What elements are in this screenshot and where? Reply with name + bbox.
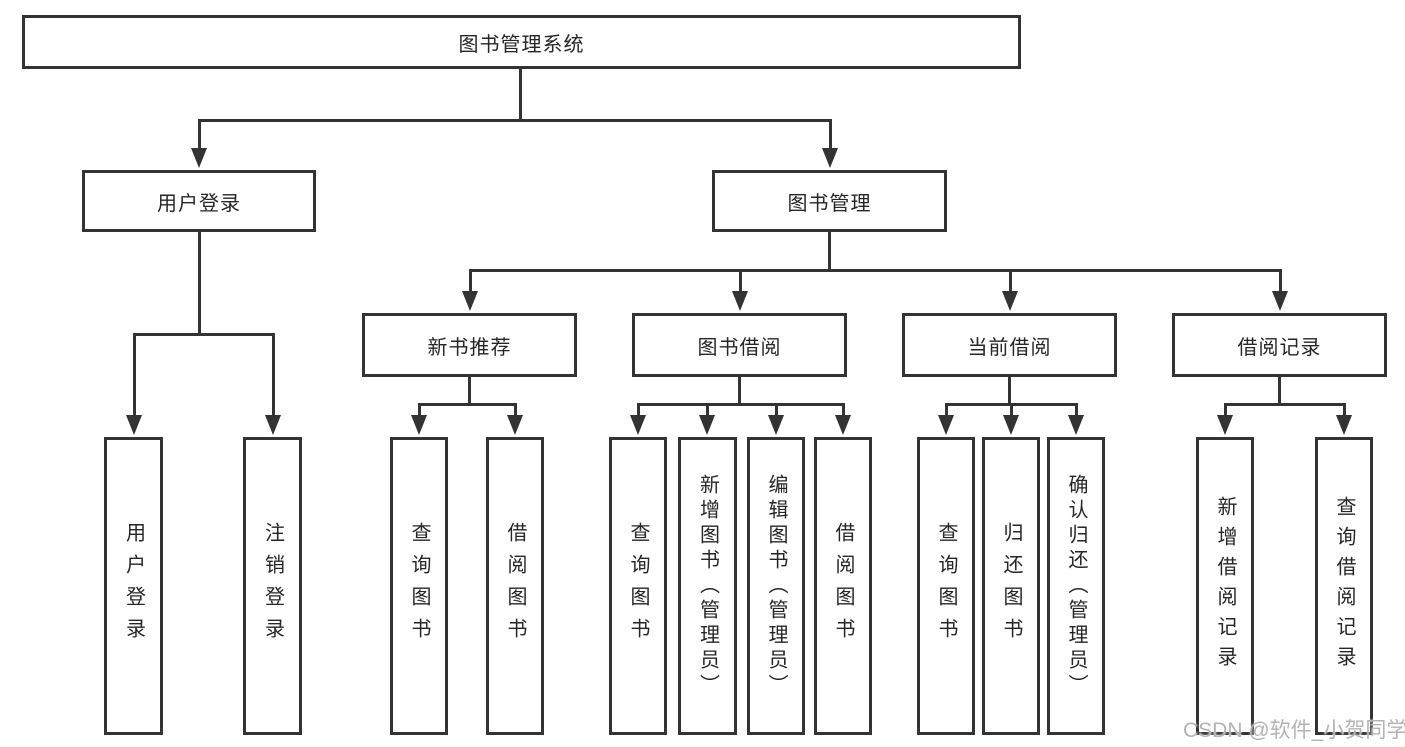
root-to-book-mgmt-line <box>829 119 832 149</box>
arrow-down-icon <box>1217 415 1233 435</box>
book-borrow-drop-line <box>637 403 640 417</box>
leaf-borrow-add-book: 新增图书（管理员） <box>678 437 737 735</box>
arrow-down-icon <box>1336 415 1352 435</box>
current-borrow-drop-line <box>1075 403 1078 417</box>
new-book-rec-branch-line <box>418 403 517 406</box>
book-mgmt-drop-line <box>469 269 472 293</box>
user-login-stem-line <box>198 232 201 336</box>
arrow-down-icon <box>126 415 142 435</box>
arrow-down-icon <box>699 415 715 435</box>
node-book-mgmt: 图书管理 <box>712 170 947 232</box>
new-book-rec-drop-line <box>418 403 421 417</box>
leaf-label: 归还图书 <box>1000 522 1022 650</box>
node-book-borrow: 图书借阅 <box>632 313 847 377</box>
arrow-down-icon <box>835 415 851 435</box>
current-borrow-drop-line <box>1010 403 1013 417</box>
borrow-records-drop-line <box>1343 403 1346 417</box>
leaf-label: 确认归还（管理员） <box>1065 473 1087 699</box>
book-mgmt-drop-line <box>1279 269 1282 293</box>
arrow-down-icon <box>732 291 748 311</box>
node-user-login: 用户登录 <box>82 170 316 232</box>
leaf-rec-borrow-books: 借阅图书 <box>486 437 544 735</box>
leaf-borrow-borrow-books: 借阅图书 <box>814 437 872 735</box>
arrow-down-icon <box>265 415 281 435</box>
leaf-borrow-query-books: 查询图书 <box>609 437 667 735</box>
root-stem-line <box>519 69 522 121</box>
book-borrow-drop-line <box>842 403 845 417</box>
book-mgmt-branch-line <box>469 269 1281 272</box>
leaf-current-confirm-return: 确认归还（管理员） <box>1047 437 1105 735</box>
current-borrow-stem-line <box>1008 377 1011 406</box>
root-to-user-login-line <box>198 119 201 149</box>
arrow-down-icon <box>507 415 523 435</box>
leaf-current-return-book: 归还图书 <box>982 437 1040 735</box>
arrow-down-icon <box>630 415 646 435</box>
leaf-label: 借阅图书 <box>832 522 854 650</box>
csdn-watermark: CSDN @软件_小贺同学 <box>1183 719 1405 742</box>
new-book-rec-drop-line <box>514 403 517 417</box>
book-borrow-drop-line <box>775 403 778 417</box>
node-borrow-records: 借阅记录 <box>1172 313 1387 377</box>
leaf-label: 编辑图书（管理员） <box>765 473 787 699</box>
leaf-label: 借阅图书 <box>504 522 526 650</box>
arrow-down-icon <box>191 148 207 168</box>
leaf-records-add-record: 新增借阅记录 <box>1196 437 1254 735</box>
leaf-borrow-edit-book: 编辑图书（管理员） <box>747 437 805 735</box>
leaf-records-query-record: 查询借阅记录 <box>1315 437 1373 735</box>
leaf-label: 用户登录 <box>122 522 145 650</box>
book-mgmt-drop-line <box>739 269 742 293</box>
arrow-down-icon <box>411 415 427 435</box>
arrow-down-icon <box>938 415 954 435</box>
node-current-borrow: 当前借阅 <box>902 313 1117 377</box>
user-login-drop-line <box>272 333 275 415</box>
book-borrow-stem-line <box>738 377 741 406</box>
leaf-label: 查询图书 <box>408 522 430 650</box>
leaf-label: 查询借阅记录 <box>1333 496 1355 676</box>
node-new-book-rec: 新书推荐 <box>362 313 577 377</box>
borrow-records-stem-line <box>1278 377 1281 406</box>
arrow-down-icon <box>462 291 478 311</box>
node-root: 图书管理系统 <box>22 15 1021 69</box>
arrow-down-icon <box>1068 415 1084 435</box>
user-login-drop-line <box>133 333 136 415</box>
borrow-records-drop-line <box>1224 403 1227 417</box>
arrow-down-icon <box>1003 415 1019 435</box>
leaf-current-query-books: 查询图书 <box>917 437 975 735</box>
leaf-logout: 注销登录 <box>243 437 302 735</box>
leaf-label: 查询图书 <box>627 522 649 650</box>
current-borrow-drop-line <box>945 403 948 417</box>
arrow-down-icon <box>768 415 784 435</box>
root-branch-line <box>198 119 832 122</box>
leaf-label: 新增借阅记录 <box>1214 496 1236 676</box>
book-borrow-drop-line <box>706 403 709 417</box>
leaf-label: 注销登录 <box>261 522 284 650</box>
leaf-label: 查询图书 <box>935 522 957 650</box>
book-mgmt-stem-line <box>828 232 831 272</box>
book-borrow-branch-line <box>637 403 845 406</box>
borrow-records-branch-line <box>1224 403 1345 406</box>
arrow-down-icon <box>1002 291 1018 311</box>
arrow-down-icon <box>822 148 838 168</box>
book-mgmt-drop-line <box>1009 269 1012 293</box>
new-book-rec-stem-line <box>468 377 471 406</box>
user-login-branch-line <box>133 333 275 336</box>
leaf-user-login: 用户登录 <box>104 437 163 735</box>
arrow-down-icon <box>1272 291 1288 311</box>
leaf-rec-query-books: 查询图书 <box>390 437 448 735</box>
leaf-label: 新增图书（管理员） <box>696 473 719 699</box>
